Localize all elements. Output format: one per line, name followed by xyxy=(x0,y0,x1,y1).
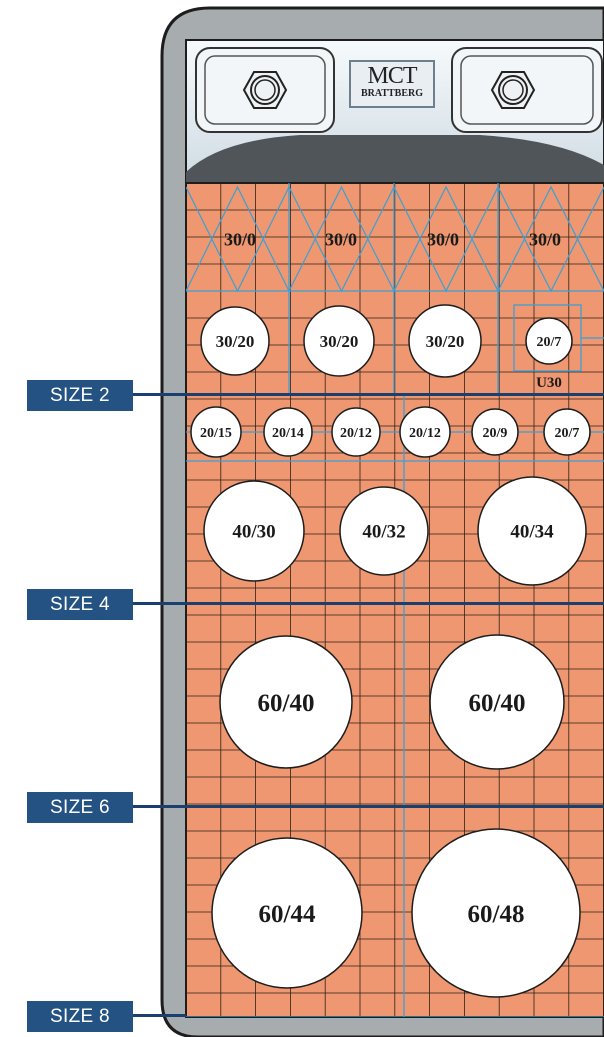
u30-label: U30 xyxy=(536,375,562,391)
size-label-4: SIZE 4 xyxy=(27,589,133,620)
opening-30-0: 30/0 xyxy=(224,229,256,249)
brand-subname: BRATTBERG xyxy=(360,88,424,99)
opening-60-44: 60/44 xyxy=(211,837,363,989)
opening-label: 20/15 xyxy=(200,426,232,441)
opening-label: 20/7 xyxy=(555,426,580,441)
opening-label: 30/0 xyxy=(325,229,357,249)
size-label-8: SIZE 8 xyxy=(27,1001,133,1032)
size-line-8 xyxy=(133,1014,186,1017)
opening-label: 60/48 xyxy=(468,901,525,928)
brand-logo: MCT BRATTBERG xyxy=(349,60,435,108)
opening-60-40: 60/40 xyxy=(429,634,565,770)
opening-label: 30/20 xyxy=(216,332,255,351)
left-bolt-icon xyxy=(242,71,288,109)
opening-20-14: 20/14 xyxy=(263,407,313,457)
opening-30-0: 30/0 xyxy=(325,229,357,249)
header-arch xyxy=(186,135,604,183)
opening-20-12: 20/12 xyxy=(331,407,381,457)
opening-20-15: 20/15 xyxy=(190,406,242,458)
brand-name: MCT xyxy=(367,63,417,89)
opening-30-0: 30/0 xyxy=(427,229,459,249)
opening-label: 30/0 xyxy=(427,229,459,249)
opening-label: 20/9 xyxy=(483,426,508,441)
opening-20-9: 20/9 xyxy=(471,408,519,456)
size-label-6: SIZE 6 xyxy=(27,792,133,823)
opening-label: 20/7 xyxy=(537,335,562,350)
opening-20-7: 20/7 xyxy=(525,317,573,365)
opening-40-34: 40/34 xyxy=(477,476,587,586)
opening-label: 40/34 xyxy=(510,522,554,543)
opening-label: 60/44 xyxy=(259,901,316,928)
opening-60-40: 60/40 xyxy=(219,635,353,769)
opening-label: 20/12 xyxy=(340,426,372,441)
opening-20-7: 20/7 xyxy=(543,408,591,456)
opening-30-20: 30/20 xyxy=(303,305,375,377)
right-bolt-icon xyxy=(490,71,536,109)
size-line-6 xyxy=(133,805,604,808)
opening-label: 60/40 xyxy=(258,690,315,717)
opening-30-20: 30/20 xyxy=(200,306,270,376)
opening-label: 20/14 xyxy=(272,426,304,441)
opening-label: 30/20 xyxy=(426,332,465,351)
opening-label: 30/0 xyxy=(224,229,256,249)
opening-40-30: 40/30 xyxy=(203,480,305,582)
opening-label: 60/40 xyxy=(469,690,526,717)
opening-40-32: 40/32 xyxy=(339,486,429,576)
opening-20-12: 20/12 xyxy=(399,406,451,458)
opening-label: 30/20 xyxy=(320,332,359,351)
size-label-2: SIZE 2 xyxy=(27,380,133,411)
size-line-4 xyxy=(133,602,604,605)
opening-label: 30/0 xyxy=(529,229,561,249)
opening-label: 40/32 xyxy=(362,522,405,543)
opening-60-48: 60/48 xyxy=(411,828,581,998)
opening-label: 40/30 xyxy=(232,522,275,543)
size-line-2 xyxy=(133,393,604,396)
opening-30-0: 30/0 xyxy=(529,229,561,249)
opening-label: 20/12 xyxy=(409,426,441,441)
opening-30-20: 30/20 xyxy=(408,304,482,378)
